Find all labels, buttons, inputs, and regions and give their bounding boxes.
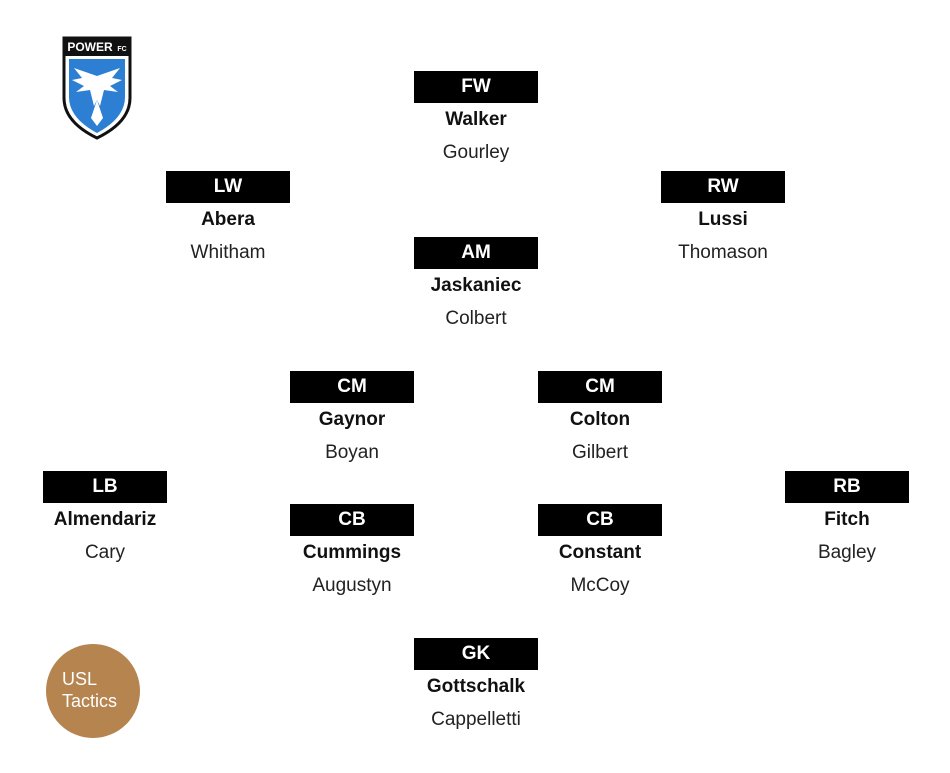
position-label: CM	[290, 371, 414, 403]
logo-sub-text: FC	[117, 46, 126, 53]
backup-name: Colbert	[445, 308, 507, 329]
starter-name: Gaynor	[318, 409, 386, 430]
starter-name: Constant	[558, 542, 642, 563]
badge-line-2: Tactics	[62, 691, 118, 711]
position-label: LB	[43, 471, 167, 503]
badge-line-1: USL	[62, 669, 98, 689]
usl-tactics-badge: USL Tactics	[46, 644, 140, 738]
player-slot-cm-right: CM Colton Gilbert	[538, 371, 662, 469]
backup-name: Thomason	[678, 242, 768, 263]
starter-name: Fitch	[824, 509, 870, 530]
player-slot-gk: GK Gottschalk Cappelletti	[414, 638, 538, 736]
player-slot-lb: LB Almendariz Cary	[43, 471, 167, 569]
position-label: RB	[785, 471, 909, 503]
starter-name: Gottschalk	[426, 676, 526, 697]
player-slot-fw: FW Walker Gourley	[414, 71, 538, 169]
starter-name: Cummings	[302, 542, 402, 563]
backup-name: Gourley	[442, 142, 510, 163]
position-label: AM	[414, 237, 538, 269]
position-label: CB	[538, 504, 662, 536]
player-slot-am: AM Jaskaniec Colbert	[414, 237, 538, 335]
starter-name: Walker	[445, 109, 507, 130]
backup-name: Cary	[84, 542, 126, 563]
starter-name: Lussi	[698, 209, 748, 230]
position-label: CM	[538, 371, 662, 403]
backup-name: McCoy	[570, 575, 630, 596]
logo-monogram: DC	[91, 66, 104, 76]
player-slot-cb-right: CB Constant McCoy	[538, 504, 662, 602]
backup-name: Augustyn	[312, 575, 392, 596]
player-slot-rw: RW Lussi Thomason	[661, 171, 785, 269]
player-slot-rb: RB Fitch Bagley	[785, 471, 909, 569]
starter-name: Almendariz	[53, 509, 157, 530]
backup-name: Whitham	[190, 242, 266, 263]
starter-name: Jaskaniec	[430, 275, 522, 296]
position-label: FW	[414, 71, 538, 103]
backup-name: Bagley	[817, 542, 877, 563]
backup-name: Gilbert	[572, 442, 628, 463]
player-slot-cb-left: CB Cummings Augustyn	[290, 504, 414, 602]
backup-name: Cappelletti	[431, 709, 521, 730]
position-label: GK	[414, 638, 538, 670]
position-label: RW	[661, 171, 785, 203]
player-slot-cm-left: CM Gaynor Boyan	[290, 371, 414, 469]
player-slot-lw: LW Abera Whitham	[166, 171, 290, 269]
power-fc-logo: POWER FC DC	[62, 36, 132, 140]
position-label: LW	[166, 171, 290, 203]
starter-name: Colton	[569, 409, 631, 430]
starter-name: Abera	[201, 209, 255, 230]
backup-name: Boyan	[325, 442, 379, 463]
logo-text: POWER	[67, 40, 113, 54]
position-label: CB	[290, 504, 414, 536]
